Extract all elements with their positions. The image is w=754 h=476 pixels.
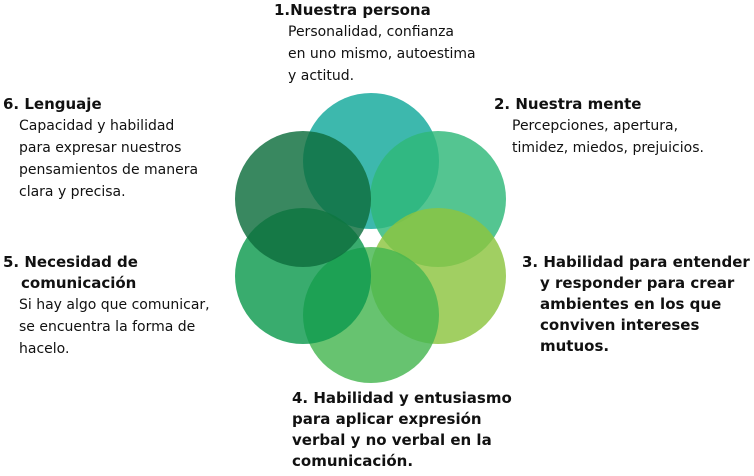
item-5-description: Si hay algo que comunicar, se encuentra … (19, 297, 210, 357)
item-4-title: 4. Habilidad y entusiasmo para aplicar e… (292, 389, 512, 470)
circle-6 (235, 131, 371, 267)
item-5-title: 5. Necesidad de comunicación (3, 253, 138, 292)
item-2: 2. Nuestra mente Percepciones, apertura,… (494, 94, 704, 159)
item-6-description: Capacidad y habilidad para expresar nues… (19, 118, 199, 200)
item-3: 3. Habilidad para entender y responder p… (522, 252, 750, 357)
item-4: 4. Habilidad y entusiasmo para aplicar e… (274, 388, 512, 472)
item-5: 5. Necesidad de comunicación Si hay algo… (3, 252, 210, 360)
item-6: 6. Lenguaje Capacidad y habilidad para e… (3, 94, 198, 203)
item-1-title: 1.Nuestra persona (274, 1, 431, 19)
item-1-description: Personalidad, confianza en uno mismo, au… (288, 24, 476, 84)
item-6-title: 6. Lenguaje (3, 95, 102, 113)
item-3-title: 3. Habilidad para entender y responder p… (522, 253, 750, 355)
item-2-description: Percepciones, apertura, timidez, miedos,… (512, 118, 704, 156)
item-2-title: 2. Nuestra mente (494, 95, 642, 113)
item-1: 1.Nuestra persona Personalidad, confianz… (274, 0, 476, 87)
